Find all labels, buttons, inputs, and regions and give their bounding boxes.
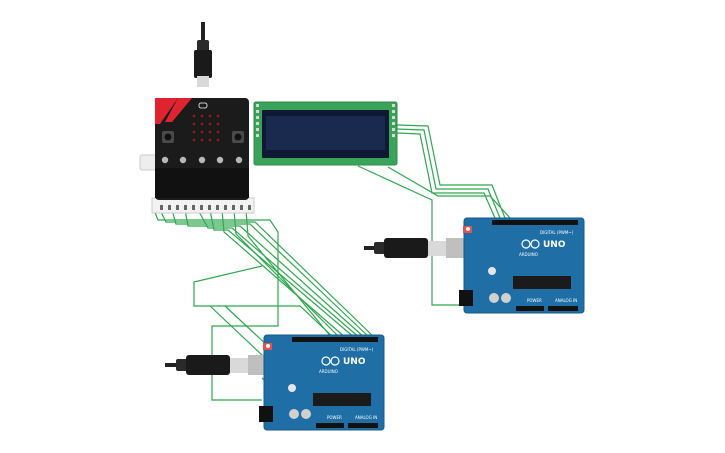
digital-label: DIGITAL (PWM~) [340,347,374,352]
usb-plug-housing [194,50,212,78]
microbit-accent [155,98,178,124]
power-jack [259,406,273,422]
power-jack [459,290,473,306]
wire[interactable] [184,209,366,339]
logo-icon [198,102,208,109]
usb-plug-body [197,40,209,52]
led-matrix-icon [192,114,220,142]
lcd-screen [266,116,385,150]
arduino-logo-icon [521,239,540,249]
lcd-header-pins [256,104,395,137]
wire[interactable] [396,128,501,219]
connector-pins [160,205,251,210]
power-label: POWER [327,415,342,420]
usb-cable-bottom[interactable] [165,355,266,375]
wire[interactable] [221,209,347,339]
usb-plug-tip [428,241,448,256]
usb-plug-housing [384,238,428,258]
wire[interactable] [159,209,376,339]
wire[interactable] [387,166,511,219]
usb-plug-housing [186,355,230,375]
wire[interactable] [193,265,335,339]
analog-label: ANALOG IN [555,298,577,303]
usb-cable-top[interactable] [194,22,212,87]
analog-header [348,423,378,428]
button-b-icon[interactable] [232,131,244,143]
arduino-uno-bottom[interactable]: DIGITAL (PWM~) UNO ARDUINO POWER ANALOG … [259,334,385,431]
brand-label: ARDUINO [319,369,338,374]
analog-header [548,306,578,311]
button-a-icon[interactable] [162,131,174,143]
arduino-pcb [463,217,585,314]
arduino-uno-right[interactable]: DIGITAL (PWM~) UNO ARDUINO POWER ANALOG … [459,217,585,314]
power-label: POWER [527,298,542,303]
wire[interactable] [233,209,341,339]
microbit-board[interactable] [139,98,255,214]
arduino-pcb [263,334,385,431]
usb-plug-tip [230,358,250,373]
model-label: UNO [343,357,366,367]
chip-icon [513,276,571,289]
wire[interactable] [396,124,506,219]
wire[interactable] [396,132,496,219]
edge-pads [161,156,243,164]
edge-connector [155,168,249,198]
wire[interactable] [197,209,361,339]
model-label: UNO [543,240,566,250]
crystal [488,267,496,275]
wire[interactable] [357,165,465,306]
digital-header [292,337,378,342]
digital-header [492,220,578,225]
power-header [316,423,344,428]
brand-label: ARDUINO [519,252,538,257]
wire[interactable] [171,209,371,339]
wire[interactable] [209,209,356,339]
lcd-display[interactable] [253,101,398,166]
wire[interactable] [245,209,333,339]
usb-cable-right[interactable] [364,238,464,258]
wire[interactable] [153,209,279,401]
capacitor [301,409,311,419]
analog-label: ANALOG IN [355,415,377,420]
chip-icon [313,393,371,406]
capacitor [289,409,299,419]
capacitor [489,293,499,303]
usb-plug-tip [197,76,209,87]
crystal [288,384,296,392]
digital-label: DIGITAL (PWM~) [540,230,574,235]
capacitor [501,293,511,303]
power-header [516,306,544,311]
arduino-logo-icon [321,356,340,366]
